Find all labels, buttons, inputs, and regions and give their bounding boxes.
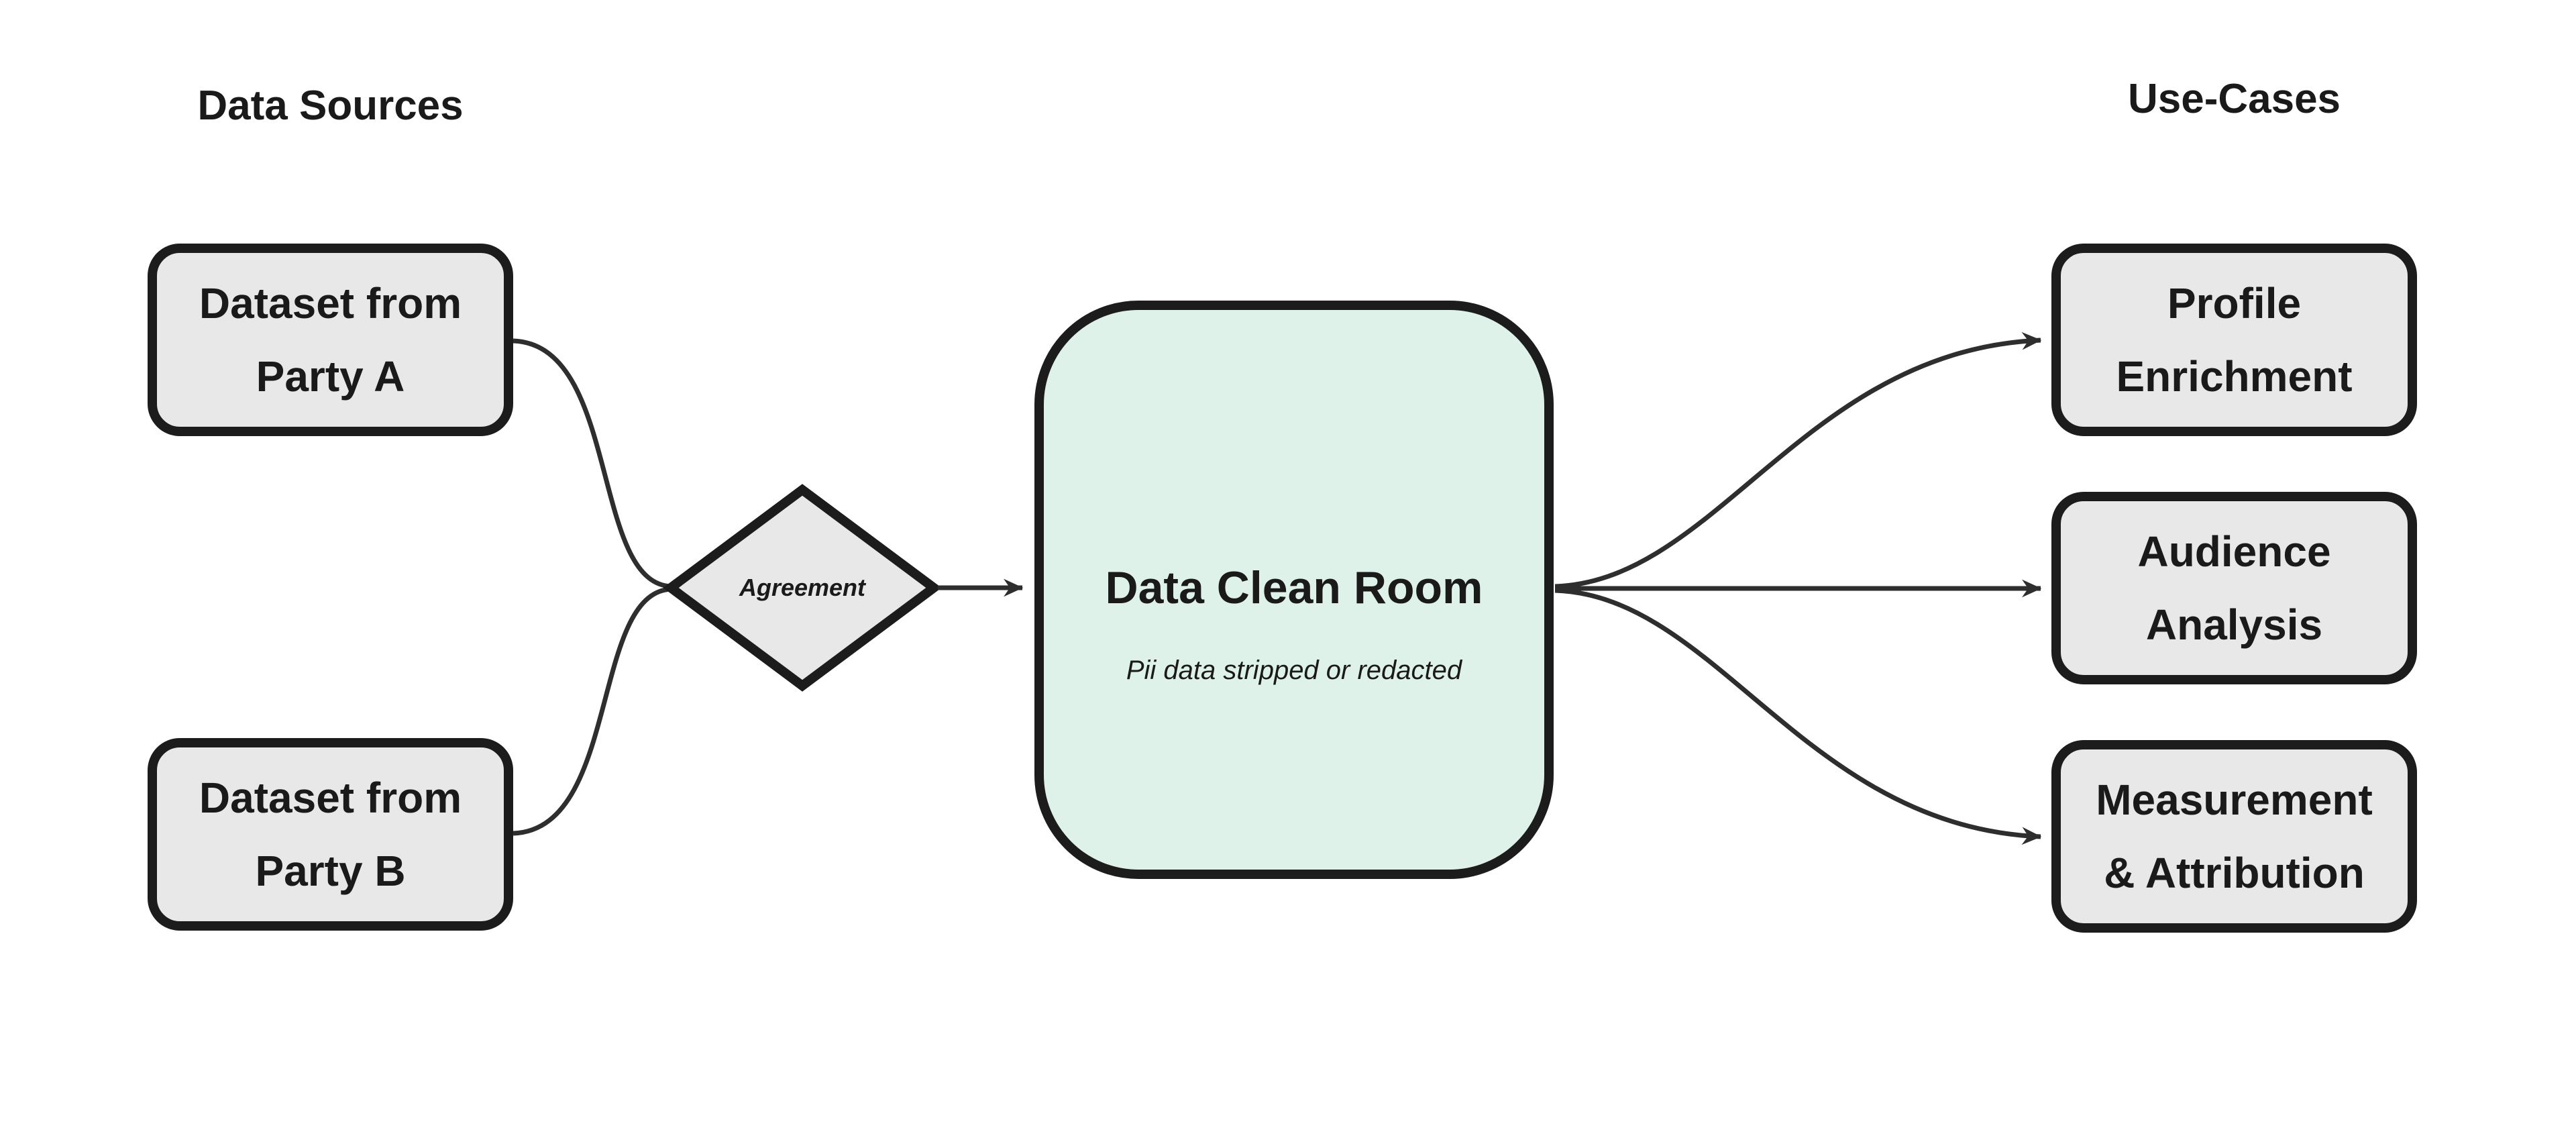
node-measurement-attribution: Measurement & Attribution <box>2051 740 2417 933</box>
data-sources-title: Data Sources <box>197 83 464 129</box>
node-label-dataset-party-a: Dataset from Party A <box>199 278 462 401</box>
node-label-audience-analysis: Audience Analysis <box>2137 527 2331 649</box>
edge-party-a-to-agreement <box>513 338 673 589</box>
edge-party-b-to-agreement <box>513 586 673 836</box>
node-label-dataset-party-b: Dataset from Party B <box>199 773 462 895</box>
node-dataset-party-a: Dataset from Party A <box>148 244 513 436</box>
edge-clean-room-to-profile-enrichment <box>1554 331 2042 589</box>
use-cases-title: Use-Cases <box>2127 76 2341 122</box>
agreement-diamond-shape <box>663 484 942 692</box>
node-label-measurement-attribution: Measurement & Attribution <box>2096 775 2373 897</box>
clean-room-subtitle: Pii data stripped or redacted <box>1126 655 1462 685</box>
edge-clean-room-to-measurement-attribution <box>1554 588 2042 845</box>
agreement-diamond-label: Agreement <box>739 574 866 601</box>
node-data-clean-room: Data Clean Room Pii data stripped or red… <box>1034 301 1554 879</box>
node-audience-analysis: Audience Analysis <box>2051 492 2417 684</box>
node-dataset-party-b: Dataset from Party B <box>148 738 513 931</box>
node-profile-enrichment: Profile Enrichment <box>2051 244 2417 436</box>
clean-room-title: Data Clean Room <box>1105 562 1483 613</box>
node-label-profile-enrichment: Profile Enrichment <box>2116 278 2353 401</box>
